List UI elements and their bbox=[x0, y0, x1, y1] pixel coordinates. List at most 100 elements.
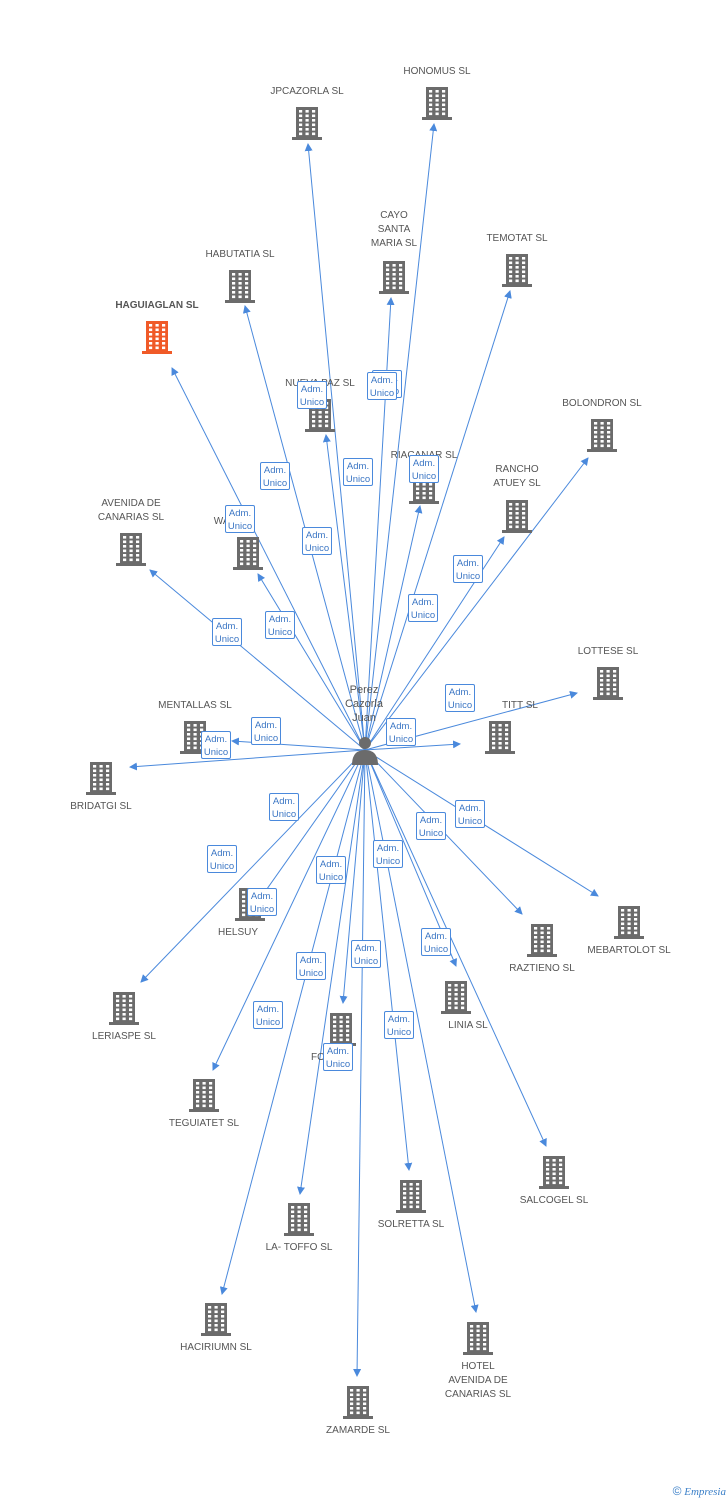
edge-label-line2: Unico bbox=[262, 478, 288, 489]
building-icon-latoffo bbox=[284, 1203, 314, 1236]
node-label-mebartolot[interactable]: MEBARTOLOT SL bbox=[587, 945, 671, 956]
node-label-zamarde[interactable]: ZAMARDE SL bbox=[326, 1425, 390, 1436]
edge-label-linia[interactable]: Adm.Unico bbox=[373, 840, 403, 868]
edge-nuevapaz bbox=[322, 434, 366, 751]
edge-zamarde bbox=[353, 749, 366, 1377]
node-label-teguiatet[interactable]: TEGUIATET SL bbox=[168, 1118, 240, 1129]
building-icon-hotel bbox=[463, 1322, 493, 1355]
edge-label-solretta[interactable]: Adm.Unico bbox=[351, 940, 381, 968]
node-label-raztieno[interactable]: RAZTIENO SL bbox=[509, 963, 575, 974]
edge-label-mentallas[interactable]: Adm.Unico bbox=[251, 717, 281, 745]
edge-label-line1: Adm. bbox=[215, 621, 239, 632]
edge-label-avenida[interactable]: Adm. Unico bbox=[212, 618, 242, 646]
edge-label-haciriumn[interactable]: Adm.Unico bbox=[253, 1001, 283, 1029]
edge-label-line2: Unico bbox=[298, 968, 324, 979]
node-label-titt[interactable]: TITT SL bbox=[502, 700, 538, 711]
edge-label-nuevapaz[interactable]: Adm.Unico bbox=[297, 381, 327, 409]
node-label-linia[interactable]: LINIA SL bbox=[448, 1020, 488, 1031]
node-label-bolondron[interactable]: BOLONDRON SL bbox=[562, 398, 642, 409]
edge-label-latoffo[interactable]: Adm.Unico bbox=[296, 952, 326, 980]
node-label-haciriumn[interactable]: HACIRIUMN SL bbox=[180, 1342, 252, 1353]
edge-label-line1: Adm. bbox=[456, 558, 480, 569]
edge-label-line1: Adm. bbox=[254, 720, 278, 731]
node-label-haguiaglan[interactable]: HAGUIAGLAN SL bbox=[115, 300, 199, 311]
edge-label-teguiatet[interactable]: Adm.Unico bbox=[247, 888, 277, 916]
edge-label-line2: Unico bbox=[457, 816, 483, 827]
footer-brand: © Empresia bbox=[673, 1484, 726, 1498]
edge-label-bridatgi[interactable]: Adm.Unico bbox=[201, 731, 231, 759]
edge-label-line2: Unico bbox=[345, 474, 371, 485]
building-icon-haciriumn bbox=[201, 1303, 231, 1336]
edge-haciriumn bbox=[219, 749, 366, 1295]
edge-label-line1: Adm. bbox=[250, 891, 274, 902]
building-icon-jpcazorla bbox=[292, 107, 322, 140]
edge-label-haguiaglan[interactable]: Adm.Unico bbox=[225, 505, 255, 533]
edge-label-line1: Adm. bbox=[346, 461, 370, 472]
node-label-salcogel[interactable]: SALCOGEL SL bbox=[519, 1195, 589, 1206]
building-icon-wasi bbox=[233, 537, 263, 570]
node-label-temotat[interactable]: TEMOTAT SL bbox=[486, 233, 548, 244]
node-label-lottese[interactable]: LOTTESE SL bbox=[577, 646, 639, 657]
edge-label-rancho[interactable]: Adm.Unico bbox=[408, 594, 438, 622]
edge-label-line1: Adm. bbox=[354, 943, 378, 954]
person-icon bbox=[352, 737, 378, 765]
building-icon-linia bbox=[441, 981, 471, 1014]
edge-label-line2: Unico bbox=[203, 747, 229, 758]
building-icon-haguiaglan bbox=[142, 321, 172, 354]
building-icon-teguiatet bbox=[189, 1079, 219, 1112]
edge-label-wasi[interactable]: Adm.Unico bbox=[265, 611, 295, 639]
edge-label-bolondron[interactable]: Adm.Unico bbox=[453, 555, 483, 583]
edge-label-line2: Unico bbox=[299, 397, 325, 408]
building-icon-avenida bbox=[116, 533, 146, 566]
edge-label-line2: Unico bbox=[386, 1027, 412, 1038]
node-label-habutatia[interactable]: HABUTATIA SL bbox=[205, 249, 275, 260]
edge-label-line2: Unico bbox=[411, 471, 437, 482]
edge-label-foxia[interactable]: Adm.Unico bbox=[316, 856, 346, 884]
edge-label-line1: Adm. bbox=[268, 614, 292, 625]
node-label-leriaspe[interactable]: LERIASPE SL bbox=[92, 1031, 156, 1042]
edge-label-line2: Unico bbox=[410, 610, 436, 621]
edge-label-line2: Unico bbox=[418, 828, 444, 839]
edge-label-leriaspe[interactable]: Adm.Unico bbox=[207, 845, 237, 873]
edge-helsuy bbox=[261, 749, 366, 897]
edge-label-riacanar[interactable]: Adm. Unico bbox=[343, 458, 373, 486]
edge-label-raztieno[interactable]: Adm. Unico bbox=[416, 812, 446, 840]
edge-label-hotel[interactable]: Adm.Unico bbox=[384, 1011, 414, 1039]
edge-label-habutatia[interactable]: Adm.Unico bbox=[260, 462, 290, 490]
edge-label-line1: Adm. bbox=[419, 815, 443, 826]
node-label-latoffo[interactable]: LA- TOFFO SL bbox=[265, 1242, 333, 1253]
edge-label-zamarde[interactable]: Adm.Unico bbox=[323, 1043, 353, 1071]
node-label-bridatgi[interactable]: BRIDATGI SL bbox=[70, 801, 132, 812]
node-label-solretta[interactable]: SOLRETTA SL bbox=[377, 1219, 445, 1230]
edge-label-line2: Unico bbox=[271, 809, 297, 820]
edge-label-line1: Adm. bbox=[256, 1004, 280, 1015]
edge-label-line2: Unico bbox=[369, 388, 395, 399]
edge-label-titt[interactable]: Adm.Unico bbox=[386, 718, 416, 746]
edge-label-jpcazorla[interactable]: Adm.Unico bbox=[302, 527, 332, 555]
building-icon-habutatia bbox=[225, 270, 255, 303]
node-label-honomus[interactable]: HONOMUS SL bbox=[403, 66, 471, 77]
building-icon-raztieno bbox=[527, 924, 557, 957]
edge-label-lottese[interactable]: Adm.Unico bbox=[445, 684, 475, 712]
node-label-mentallas[interactable]: MENTALLAS SL bbox=[158, 700, 232, 711]
edge-leriaspe bbox=[140, 749, 366, 983]
node-label-jpcazorla[interactable]: JPCAZORLA SL bbox=[270, 86, 344, 97]
edge-label-line1: Adm. bbox=[326, 1046, 350, 1057]
edge-label-line2: Unico bbox=[209, 861, 235, 872]
node-label-helsuy[interactable]: HELSUY bbox=[217, 927, 259, 938]
edge-label-cayo[interactable]: Adm.Unico bbox=[367, 372, 397, 400]
edge-label-mebartolot[interactable]: Adm.Unico bbox=[455, 800, 485, 828]
edge-label-helsuy[interactable]: Adm.Unico bbox=[269, 793, 299, 821]
edge-label-line1: Adm. bbox=[424, 931, 448, 942]
edge-label-line2: Unico bbox=[214, 634, 240, 645]
edge-label-temotat[interactable]: Adm.Unico bbox=[409, 455, 439, 483]
edge-riacanar bbox=[364, 505, 423, 751]
edge-honomus bbox=[364, 123, 438, 751]
edge-label-salcogel[interactable]: Adm.Unico bbox=[421, 928, 451, 956]
edge-teguiatet bbox=[212, 749, 366, 1071]
